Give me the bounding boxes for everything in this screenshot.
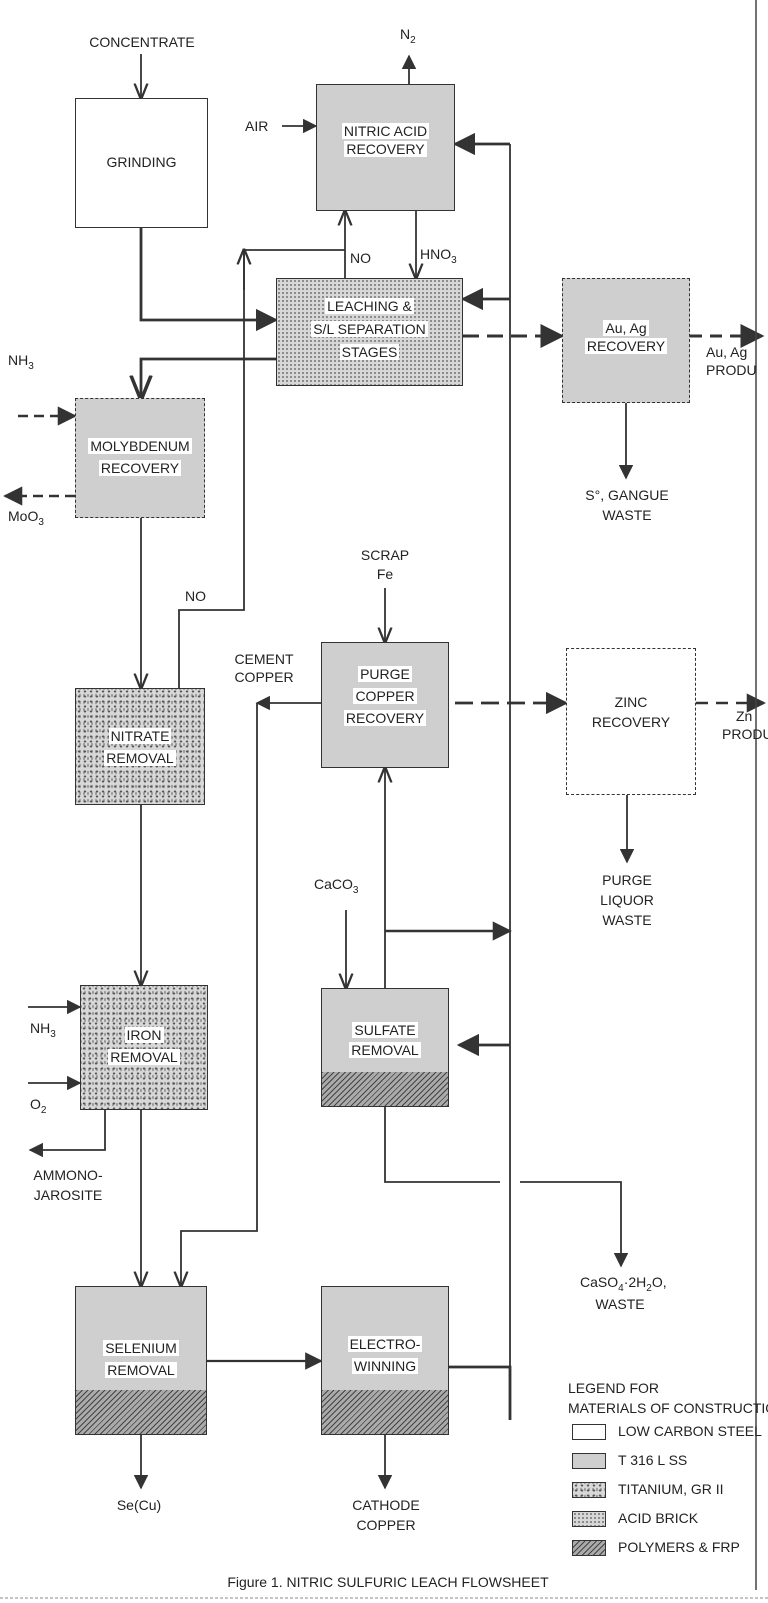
moly-label-1: MOLYBDENUM xyxy=(88,438,192,454)
no-line xyxy=(178,249,345,688)
auag-recovery-box: Au, Ag RECOVERY xyxy=(562,278,690,403)
figure-caption: Figure 1. NITRIC SULFURIC LEACH FLOWSHEE… xyxy=(227,1574,549,1590)
ammono-label-2: JAROSITE xyxy=(33,1187,103,1203)
legend-title-1: LEGEND FOR xyxy=(568,1380,660,1396)
sulfate-label-2: REMOVAL xyxy=(349,1042,421,1058)
moo3-label: MoO3 xyxy=(8,508,44,528)
iron-label-2: REMOVAL xyxy=(108,1049,180,1065)
auag-label-2: RECOVERY xyxy=(584,338,668,354)
nitric-acid-recovery-box: NITRIC ACID RECOVERY xyxy=(316,84,455,211)
legend-swatch xyxy=(572,1482,606,1498)
hno3-label: HNO3 xyxy=(420,246,457,266)
electro-label-1: ELECTRO- xyxy=(347,1336,423,1352)
auag-product-label-1: Au, Ag xyxy=(706,344,748,360)
legend-item-label: LOW CARBON STEEL xyxy=(618,1423,762,1439)
legend-swatch xyxy=(572,1511,606,1527)
moly-label-2: RECOVERY xyxy=(98,460,182,476)
auag-product-label-2: PRODU xyxy=(706,362,757,378)
zn-product-label-1: Zn xyxy=(736,708,753,724)
zinc-recovery-box: ZINC RECOVERY xyxy=(566,648,696,795)
ew-to-recycle xyxy=(449,1365,512,1420)
purge-label-1: PURGE xyxy=(358,666,412,682)
o2-label: O2 xyxy=(30,1096,47,1116)
zn-product-label-2: PRODU xyxy=(722,726,768,742)
cement-copper-line xyxy=(181,703,258,1286)
polymer-lining xyxy=(76,1390,206,1434)
purge-liquor-label-3: WASTE xyxy=(602,912,652,928)
cathode-label-2: COPPER xyxy=(356,1517,416,1533)
selenium-label-2: REMOVAL xyxy=(105,1362,177,1378)
legend-item-label: TITANIUM, GR II xyxy=(618,1481,724,1497)
cement-label: CEMENT xyxy=(234,651,294,667)
selenium-removal-box: SELENIUM REMOVAL xyxy=(75,1286,207,1435)
no-label-mid: NO xyxy=(185,588,206,604)
leach-label-3: STAGES xyxy=(339,344,400,360)
leaching-box: LEACHING & S/L SEPARATION STAGES xyxy=(276,278,463,386)
purge-liquor-label-2: LIQUOR xyxy=(600,892,654,908)
polymer-lining xyxy=(322,1390,448,1434)
n2-label: N2 xyxy=(400,26,416,46)
legend-item-label: T 316 L SS xyxy=(618,1452,688,1468)
ammono-label-1: AMMONO- xyxy=(33,1167,103,1183)
sulfate-to-gypsum xyxy=(384,1107,500,1183)
nitric-label-1: NITRIC ACID xyxy=(341,123,430,139)
legend-swatch xyxy=(572,1540,606,1556)
scrap-label: SCRAP xyxy=(360,547,410,563)
caco3-label: CaCO3 xyxy=(314,876,359,896)
nh3-iron-label: NH3 xyxy=(30,1020,56,1040)
grinding-label: GRINDING xyxy=(106,154,177,170)
legend-swatch xyxy=(572,1424,606,1440)
electrowinning-box: ELECTRO- WINNING xyxy=(321,1286,449,1435)
purge-label-2: COPPER xyxy=(353,688,417,704)
cathode-label-1: CATHODE xyxy=(352,1497,420,1513)
copper-label: COPPER xyxy=(234,669,294,685)
gangue-waste-label: WASTE xyxy=(602,507,652,523)
iron-to-jarosite xyxy=(28,1110,106,1158)
gypsum-label: CaSO4·2H2O, xyxy=(580,1274,667,1294)
selenium-label-1: SELENIUM xyxy=(103,1340,179,1356)
iron-label-1: IRON xyxy=(124,1027,164,1043)
air-label: AIR xyxy=(245,118,269,134)
sulfate-removal-box: SULFATE REMOVAL xyxy=(321,988,449,1107)
no-label-top: NO xyxy=(350,250,371,266)
purge-copper-recovery-box: PURGE COPPER RECOVERY xyxy=(321,642,449,768)
leach-label-2: S/L SEPARATION xyxy=(311,321,428,337)
purge-liquor-label-1: PURGE xyxy=(602,872,652,888)
grinding-to-leach xyxy=(139,228,279,332)
nitric-label-2: RECOVERY xyxy=(344,141,427,157)
grinding-box: GRINDING xyxy=(75,98,208,228)
legend-title-2: MATERIALS OF CONSTRUCTIO xyxy=(568,1400,768,1416)
electro-label-2: WINNING xyxy=(351,1358,419,1374)
gypsum-waste-label: WASTE xyxy=(595,1296,645,1312)
nitrate-label-1: NITRATE xyxy=(108,728,172,744)
legend-item-label: ACID BRICK xyxy=(618,1510,699,1526)
nh3-moly-label: NH3 xyxy=(8,352,34,372)
leach-label-1: LEACHING & xyxy=(325,298,414,314)
s0-gangue-label: S°, GANGUE xyxy=(585,487,669,503)
purge-label-3: RECOVERY xyxy=(343,710,427,726)
polymer-lining xyxy=(322,1072,448,1106)
zinc-label-1: ZINC xyxy=(614,694,648,710)
sulfate-label-1: SULFATE xyxy=(352,1022,418,1038)
molybdenum-recovery-box: MOLYBDENUM RECOVERY xyxy=(75,398,205,518)
iron-removal-box: IRON REMOVAL xyxy=(80,985,208,1110)
concentrate-label: CONCENTRATE xyxy=(89,34,195,50)
legend-item-label: POLYMERS & FRP xyxy=(618,1539,740,1555)
se-cu-label: Se(Cu) xyxy=(116,1497,162,1513)
nitrate-removal-box: NITRATE REMOVAL xyxy=(75,688,205,805)
auag-label-1: Au, Ag xyxy=(603,320,649,336)
leach-to-moly xyxy=(141,357,276,398)
nitrate-label-2: REMOVAL xyxy=(104,750,176,766)
zinc-label-2: RECOVERY xyxy=(591,714,671,730)
legend-swatch xyxy=(572,1453,606,1469)
fe-label: Fe xyxy=(376,566,394,582)
